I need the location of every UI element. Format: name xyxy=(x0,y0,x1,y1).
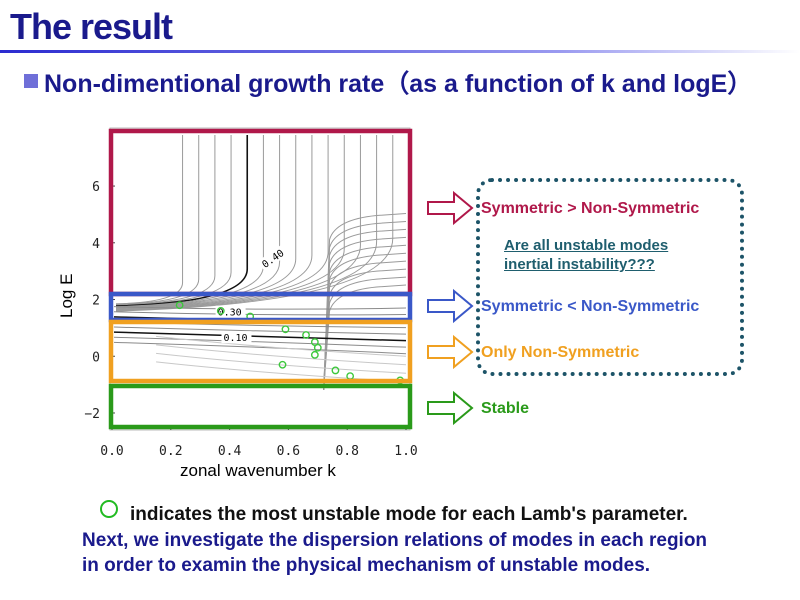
most-unstable-marker xyxy=(310,350,319,359)
x-tick-label: 0.0 xyxy=(100,444,123,459)
contour-line xyxy=(113,326,407,335)
most-unstable-marker xyxy=(175,301,184,310)
most-unstable-marker xyxy=(216,306,225,315)
y-tick-label: 6 xyxy=(92,180,100,195)
contour-line xyxy=(323,220,407,391)
title-underline xyxy=(0,50,800,53)
contour-label: 0.30 xyxy=(218,308,242,319)
x-tick-label: 0.6 xyxy=(277,444,300,459)
footnote: Next, we investigate the dispersion rela… xyxy=(82,528,707,578)
contour-line xyxy=(115,135,313,309)
contour-line xyxy=(115,135,361,311)
contour-line xyxy=(115,135,200,305)
contour-line xyxy=(156,344,407,366)
contour-label: 0.10 xyxy=(223,333,247,344)
region-arrow-icon xyxy=(427,390,474,426)
most-unstable-marker xyxy=(278,360,287,369)
contour-line xyxy=(323,276,407,391)
axis-ticks: 0.0 0.2 0.4 0.6 0.8 1.0 −2 0 2 4 6 xyxy=(84,180,417,459)
slide-title: The result xyxy=(10,6,173,47)
y-tick-label: 0 xyxy=(92,350,100,365)
region-arrow-icon xyxy=(427,288,474,324)
slide-subtitle: Non-dimentional growth rate（as a functio… xyxy=(44,70,753,98)
contour-label-bg xyxy=(221,331,252,344)
x-axis-label: zonal wavenumber k xyxy=(180,461,336,480)
most-unstable-markers xyxy=(175,301,405,385)
most-unstable-marker xyxy=(331,366,340,375)
contour-line xyxy=(115,135,249,307)
contour-line xyxy=(113,331,407,342)
question-text: Are all unstable modes inertial instabil… xyxy=(504,236,668,274)
contour-line xyxy=(115,135,329,310)
green-circle-icon xyxy=(100,500,118,518)
most-unstable-marker xyxy=(313,343,322,352)
footnote-line-2: in order to examin the physical mechanis… xyxy=(82,555,651,576)
most-unstable-marker xyxy=(302,331,310,339)
contour-line xyxy=(113,336,407,348)
contour-line xyxy=(115,135,297,309)
region-boxes xyxy=(108,128,413,430)
x-tick-label: 0.4 xyxy=(218,444,242,459)
contour-line xyxy=(113,306,407,310)
most-unstable-marker xyxy=(281,325,290,334)
region-arrow-icon xyxy=(427,334,474,370)
y-tick-label: 4 xyxy=(92,237,100,252)
region-label-symmetric-gt: Symmetric > Non-Symmetric xyxy=(481,200,700,217)
region-box xyxy=(108,319,413,384)
bullet-square-icon xyxy=(24,74,38,88)
region-box xyxy=(108,383,413,430)
x-tick-label: 1.0 xyxy=(394,444,417,459)
contour-line xyxy=(156,335,407,357)
contour-line xyxy=(115,135,345,310)
contour-line xyxy=(113,311,407,316)
region-label-symmetric-lt: Symmetric < Non-Symmetric xyxy=(481,298,700,315)
contour-line xyxy=(115,135,184,305)
legend-text: indicates the most unstable mode for eac… xyxy=(130,504,688,525)
region-label-stable: Stable xyxy=(481,400,530,417)
contour-line xyxy=(323,268,407,391)
region-label-only-non-symmetric: Only Non-Symmetric xyxy=(481,344,640,361)
question-dashed-box xyxy=(476,178,744,376)
contour-line xyxy=(113,341,407,355)
footnote-line-1: Next, we investigate the dispersion rela… xyxy=(82,530,708,551)
region-box xyxy=(108,128,413,297)
x-tick-label: 0.8 xyxy=(335,444,358,459)
region-arrow-icon xyxy=(427,190,474,226)
region-arrows xyxy=(427,190,474,426)
contour-line xyxy=(156,352,407,374)
y-tick-label: −2 xyxy=(84,407,100,422)
question-line-1: Are all unstable modes xyxy=(504,237,669,254)
question-line-2: inertial instability??? xyxy=(504,256,655,273)
y-axis-label: Log E xyxy=(57,274,76,318)
contour-line xyxy=(115,135,378,312)
y-tick-label: 2 xyxy=(92,294,100,309)
contour-label-bg xyxy=(257,244,290,272)
x-tick-label: 0.2 xyxy=(159,444,182,459)
contour-line xyxy=(115,135,394,312)
contour-line xyxy=(323,213,407,391)
contour-line xyxy=(115,135,216,306)
